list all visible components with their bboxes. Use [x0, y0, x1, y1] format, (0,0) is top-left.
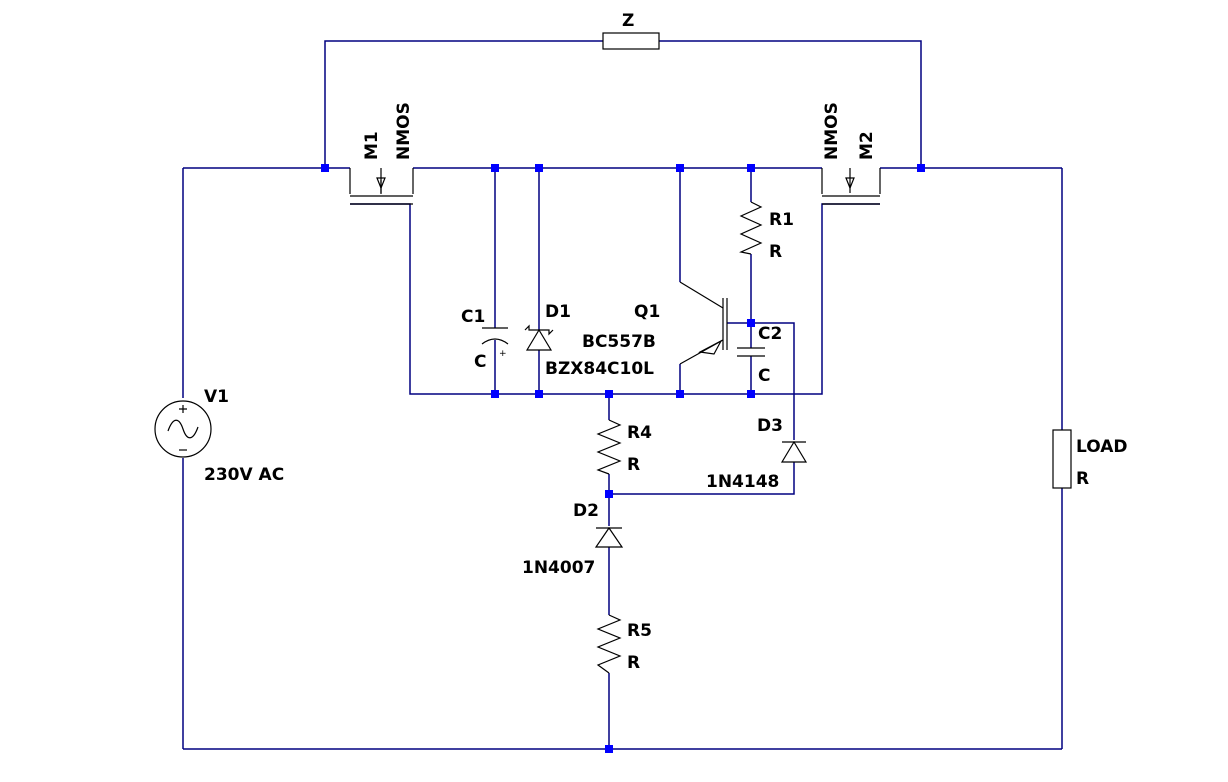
label-r1-value: R: [769, 242, 782, 262]
node: [676, 390, 684, 398]
label-r1: R1: [769, 210, 794, 230]
resistor-r5: [596, 614, 622, 674]
transistor-q1: [679, 281, 728, 365]
label-c2-value: C: [758, 366, 770, 386]
label-c2: C2: [758, 324, 782, 344]
node: [747, 390, 755, 398]
labels: Z M1 NMOS NMOS M2 C1 C + D1 BZX84C10L Q1…: [204, 11, 1128, 673]
label-load-value: R: [1076, 469, 1089, 489]
label-c1: C1: [461, 307, 485, 327]
diode-d3: [780, 440, 808, 463]
mosfet-m1: [349, 168, 414, 205]
node: [491, 164, 499, 172]
wire-d3-bottom: [609, 462, 795, 495]
node: [605, 490, 613, 498]
label-m1: M1: [362, 131, 382, 160]
resistor-r4: [596, 419, 622, 475]
node: [747, 319, 755, 327]
label-q1-value: BC557B: [582, 332, 656, 352]
load-resistor: [1052, 429, 1072, 489]
z-impedance: [602, 32, 660, 50]
label-d2: D2: [573, 501, 599, 521]
label-q1: Q1: [634, 302, 660, 322]
node: [605, 390, 613, 398]
label-v1: V1: [204, 387, 229, 407]
label-d1: D1: [545, 302, 571, 322]
node: [491, 390, 499, 398]
label-d1-value: BZX84C10L: [545, 359, 654, 379]
label-z: Z: [622, 11, 634, 31]
label-r4: R4: [627, 423, 652, 443]
label-d2-value: 1N4007: [522, 558, 595, 578]
wires: [182, 40, 1063, 750]
label-r5-value: R: [627, 653, 640, 673]
label-load: LOAD: [1076, 437, 1128, 457]
capacitor-c2: [737, 347, 765, 357]
node: [917, 164, 925, 172]
label-m2: M2: [857, 131, 877, 160]
label-r5: R5: [627, 621, 652, 641]
label-v1-value: 230V AC: [204, 465, 284, 485]
junction-nodes: [321, 164, 925, 753]
node: [747, 164, 755, 172]
resistor-r1: [739, 201, 763, 255]
node: [676, 164, 684, 172]
mosfet-m2: [821, 168, 881, 205]
node: [535, 390, 543, 398]
wire-z-loop: [324, 40, 922, 168]
capacitor-c1: [481, 327, 509, 345]
node: [535, 164, 543, 172]
label-c1-plus: +: [499, 349, 507, 359]
ac-source-v1: [154, 400, 212, 458]
label-c1-value: C: [474, 352, 486, 372]
label-m2-type: NMOS: [822, 102, 842, 160]
diode-d2: [594, 526, 624, 548]
label-r4-value: R: [627, 455, 640, 475]
node: [321, 164, 329, 172]
wire-d3-top: [751, 322, 795, 440]
zener-diode-d1: [524, 324, 554, 351]
label-m1-type: NMOS: [394, 102, 414, 160]
node: [605, 745, 613, 753]
label-d3-value: 1N4148: [706, 472, 779, 492]
label-d3: D3: [757, 416, 783, 436]
